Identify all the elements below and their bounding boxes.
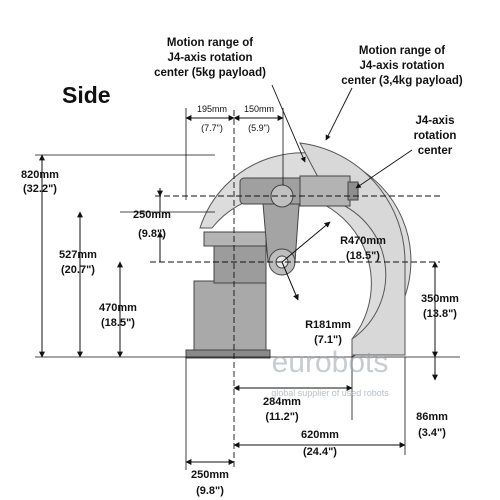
callout-j4-5kg: Motion range of J4-axis rotation center …: [154, 37, 266, 79]
dim-label-620: 620mm (24.4"): [301, 429, 339, 458]
dim-in: (3.4"): [418, 427, 446, 439]
center-lines: [150, 110, 440, 470]
dim-in: (24.4"): [303, 446, 337, 458]
dim-label-250-bottom: 250mm (9.8"): [191, 469, 229, 497]
dim-mm: 820mm: [21, 169, 59, 181]
dim-mm: 250mm: [133, 209, 171, 221]
callout-leaders: [271, 84, 413, 189]
dim-label-350: 350mm (13.8"): [421, 293, 459, 320]
dim-label-470-left: 470mm (18.5"): [99, 302, 137, 329]
dim-label-86: 86mm (3.4"): [416, 411, 448, 439]
dim-in: (18.5"): [346, 250, 380, 262]
dim-in: (18.5"): [101, 317, 135, 329]
callout-j4-center: J4-axis rotation center: [414, 115, 457, 157]
dim-label-r181: R181mm (7.1"): [305, 319, 351, 346]
dim-in: (32.2"): [23, 183, 57, 195]
watermark: eurobots global supplier of used robots: [271, 346, 389, 398]
dim-mm: R470mm: [340, 235, 386, 247]
callout-line: center: [418, 145, 453, 157]
dim-label-250-upper: 250mm (9.8"): [133, 209, 171, 240]
dim-label-527: 527mm (20.7"): [59, 249, 97, 276]
watermark-tagline: global supplier of used robots: [271, 388, 389, 398]
dim-mm: 195mm: [197, 104, 227, 114]
dim-mm: 284mm: [263, 396, 301, 408]
callout-line: Motion range of: [167, 37, 253, 49]
dim-mm: R181mm: [305, 319, 351, 331]
dim-in: (13.8"): [423, 308, 457, 320]
dim-label-195: 195mm (7.7"): [197, 104, 227, 133]
robot-upper-arm: [239, 175, 359, 208]
dim-mm: 620mm: [301, 429, 339, 441]
dim-in: (11.2"): [265, 411, 299, 423]
dim-mm: 470mm: [99, 302, 137, 314]
watermark-brand: eurobots: [272, 346, 389, 379]
callout-line: center (5kg payload): [154, 67, 266, 79]
motion-range-outer-area: [299, 142, 406, 356]
view-heading: Side: [62, 82, 111, 108]
dim-mm: 250mm: [191, 469, 229, 481]
extension-lines: [35, 108, 460, 470]
callout-line: Motion range of: [359, 45, 445, 57]
dim-in: (5.9"): [248, 123, 270, 133]
callout-line: J4-axis rotation: [360, 60, 445, 72]
dim-in: (7.1"): [314, 334, 342, 346]
dim-label-284: 284mm (11.2"): [263, 396, 301, 423]
dim-mm: 86mm: [416, 411, 448, 423]
callout-line: rotation: [414, 130, 457, 142]
dim-mm: 527mm: [59, 249, 97, 261]
callout-line: J4-axis rotation: [168, 52, 253, 64]
dim-label-150: 150mm (5.9"): [244, 104, 274, 133]
dim-in: (7.7"): [201, 123, 223, 133]
callout-line: J4-axis: [415, 115, 454, 127]
dim-in: (9.8"): [196, 485, 224, 497]
callout-j4-34kg: Motion range of J4-axis rotation center …: [341, 45, 463, 87]
dim-in: (9.8"): [138, 228, 166, 240]
dim-label-820: 820mm (32.2"): [21, 169, 59, 195]
dimension-arrows: [39, 115, 438, 465]
callout-line: center (3,4kg payload): [341, 75, 463, 87]
dim-mm: 350mm: [421, 293, 459, 305]
dim-mm: 150mm: [244, 104, 274, 114]
dim-in: (20.7"): [61, 264, 95, 276]
robot-base: [185, 231, 271, 359]
dim-label-r470: R470mm (18.5"): [340, 235, 386, 262]
